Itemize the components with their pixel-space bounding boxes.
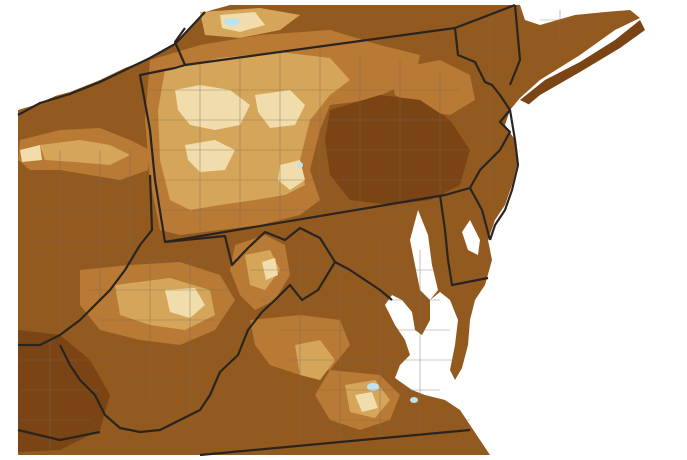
lake-spots [224,18,418,403]
atlantic-ocean [465,25,687,460]
chesapeake-bay [410,210,438,300]
state-borders [17,3,522,457]
lake-erie-edge [18,5,200,110]
dark-southwest-region [18,330,110,452]
long-island [520,20,645,105]
delaware-bay [462,220,480,255]
